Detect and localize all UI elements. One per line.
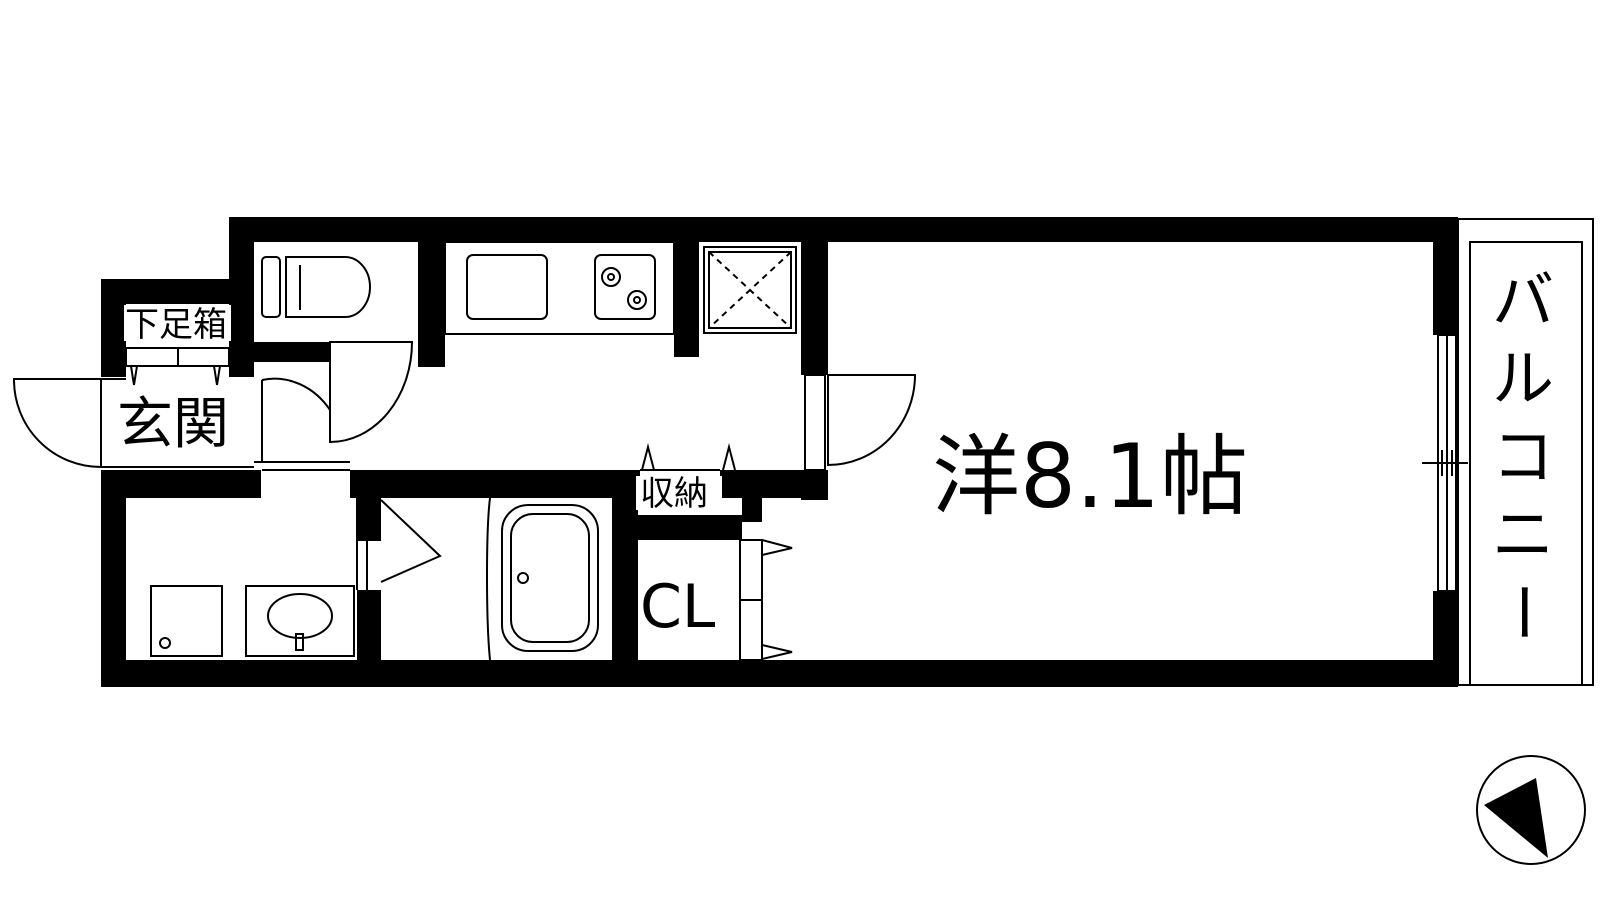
toilet-door [329, 341, 414, 444]
entrance-door [12, 378, 126, 469]
bath-door [356, 498, 442, 590]
balcony-char: バ [1492, 264, 1554, 337]
shoe-box [125, 347, 254, 468]
compass [1476, 755, 1586, 865]
compass-circle [1476, 755, 1586, 865]
shoe-box-label: 下足箱 [125, 305, 227, 345]
bathtub [486, 497, 599, 661]
balcony-char: コ [1492, 420, 1554, 493]
western-room-label: 洋8.1帖 [932, 425, 1248, 528]
interior-walls [101, 242, 828, 660]
balcony-char: ル [1492, 342, 1554, 415]
closet-doors [739, 539, 793, 661]
balcony-char: ー [1486, 581, 1559, 643]
room-labels: 洋8.1帖 玄関 下足箱 収納 CL バ ル コ ニ ー [117, 264, 1559, 643]
outer-walls [101, 217, 1458, 687]
north-arrow-icon [1484, 778, 1548, 858]
fridge-space [703, 246, 797, 334]
western-room-door [804, 374, 917, 471]
balcony-label: バ ル コ ニ ー [1486, 264, 1559, 643]
toilet [261, 256, 371, 318]
kitchen-counter [444, 241, 675, 335]
closet-label: CL [640, 572, 716, 642]
balcony-char: ニ [1492, 498, 1554, 571]
genkan-inner-door [254, 377, 350, 471]
washroom-fixtures [150, 585, 355, 657]
storage-label: 収納 [640, 474, 708, 514]
storage-doors [640, 443, 736, 471]
balcony [1422, 218, 1594, 686]
entrance-label: 玄関 [117, 392, 229, 457]
